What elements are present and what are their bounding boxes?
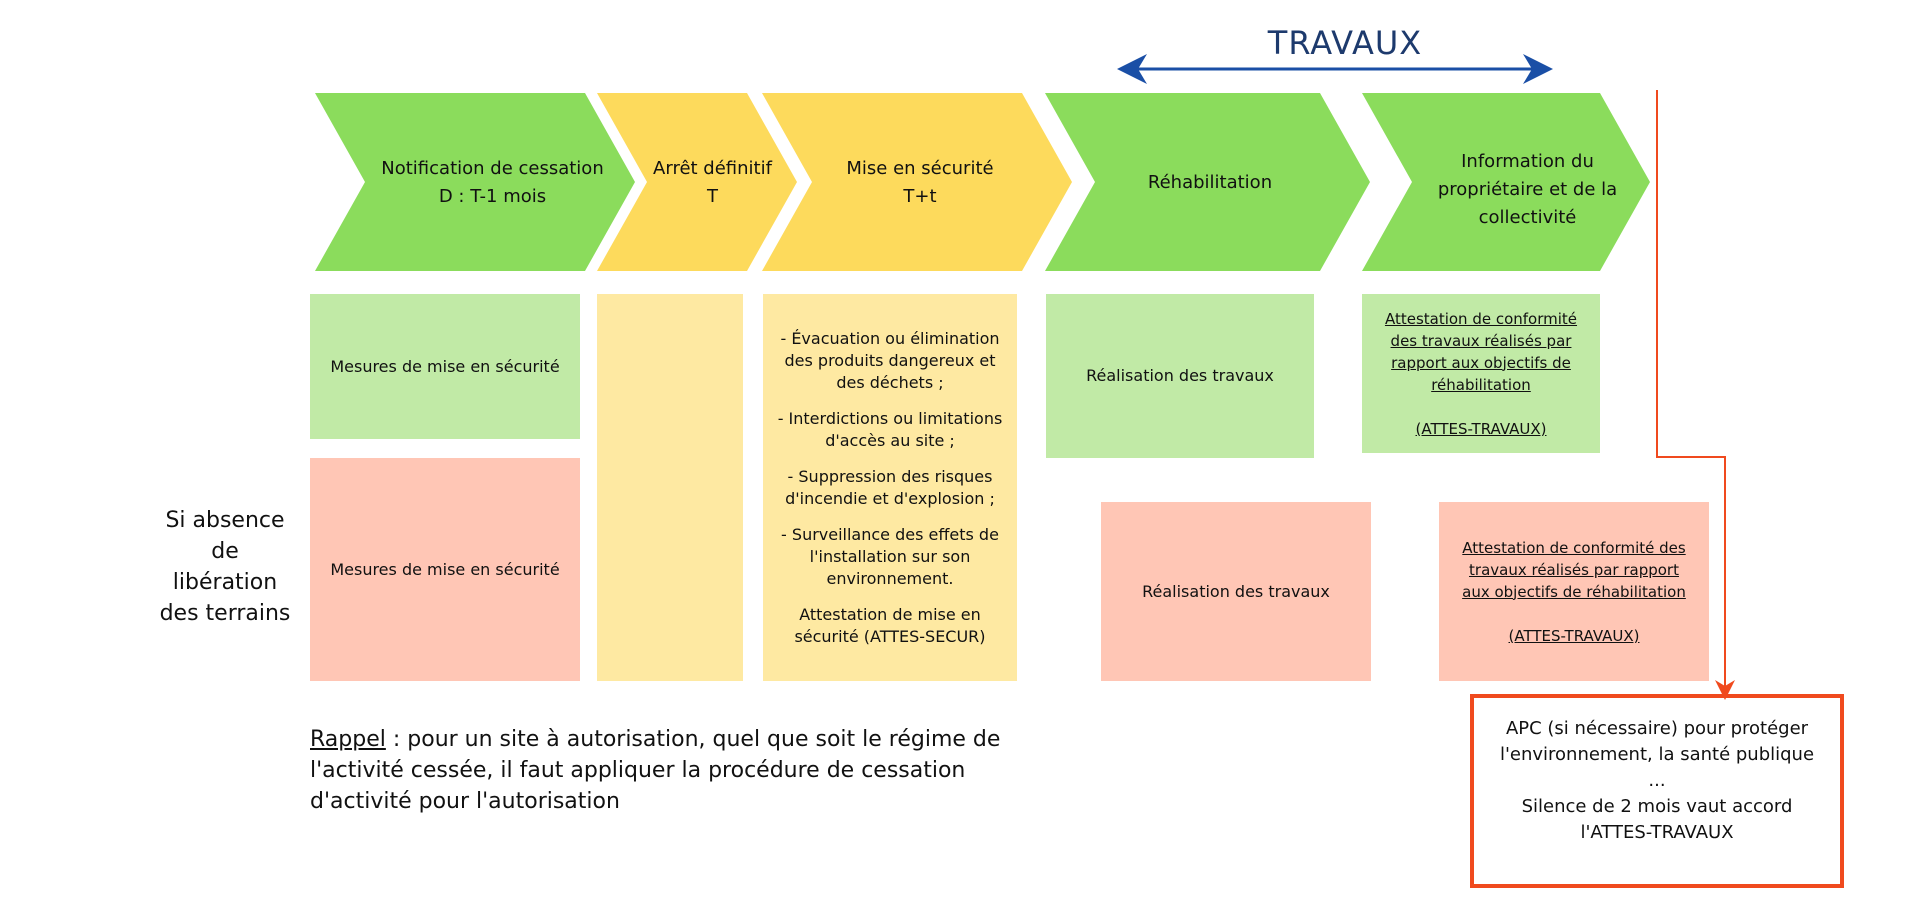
phase-label-line: Arrêt définitif (653, 158, 772, 179)
phase-label-line: T (707, 186, 718, 207)
rappel-keyword: Rappel (310, 727, 386, 752)
security-line: - Suppression des risques (787, 466, 993, 486)
security-line: des produits dangereux et (784, 350, 996, 370)
security-line: l'installation sur son (809, 546, 971, 566)
green-measures-text: Mesures de mise en sécurité (330, 356, 560, 376)
phase-label-notification: Notification de cessation D : T-1 mois (360, 150, 625, 216)
side-label-line: de (211, 539, 239, 564)
phase-label-line: Notification de cessation (381, 158, 604, 179)
attest-salmon-line: Attestation de conformité des (1462, 538, 1686, 557)
attest-salmon-box: Attestation de conformité des travaux ré… (1439, 502, 1709, 681)
attest-salmon-line: travaux réalisés par rapport (1469, 560, 1679, 579)
arret-empty-box (597, 294, 743, 681)
security-line: Attestation de mise en (799, 604, 981, 624)
salmon-measures-box: Mesures de mise en sécurité (310, 458, 580, 681)
phase-label-line: propriétaire et de la (1437, 179, 1618, 200)
security-line: d'accès au site ; (825, 430, 955, 450)
security-line: - Interdictions ou limitations (777, 408, 1003, 428)
phase-label-line: D : T-1 mois (438, 186, 547, 207)
phase-label-arret: Arrêt définitif T (640, 150, 785, 216)
works-salmon-text: Réalisation des travaux (1142, 581, 1330, 601)
security-line: environnement. (826, 568, 954, 588)
phase-chevron-arret (597, 93, 797, 271)
attest-green-line: Attestation de conformité (1384, 309, 1578, 328)
phase-label-rehabilitation: Réhabilitation (1100, 150, 1320, 216)
travaux-title: TRAVAUX (1267, 24, 1423, 62)
works-green-text: Réalisation des travaux (1086, 366, 1274, 385)
phase-chevron-information (1362, 93, 1650, 271)
side-label-absence-liberation: Si absence de libération des terrains (150, 505, 300, 629)
side-label-line: Si absence (165, 508, 285, 533)
attest-green-line: rapport aux objectifs de (1391, 353, 1571, 372)
green-measures-box: Mesures de mise en sécurité (310, 294, 580, 439)
rappel-note: Rappel : pour un site à autorisation, qu… (310, 724, 1030, 817)
apc-box: APC (si nécessaire) pour protéger l'envi… (1470, 694, 1844, 888)
side-label-line: libération (172, 570, 278, 595)
attest-green-line: (ATTES-TRAVAUX) (1415, 419, 1547, 438)
apc-line: APC (si nécessaire) pour protéger (1505, 718, 1809, 739)
phase-label-line: Mise en sécurité (846, 158, 994, 179)
rappel-text: : pour un site à autorisation, quel que … (310, 727, 1001, 814)
apc-line: l'ATTES-TRAVAUX (1580, 822, 1734, 843)
attest-green-box: Attestation de conformité des travaux ré… (1362, 294, 1600, 453)
phase-label-line: Réhabilitation (1147, 172, 1273, 193)
security-line: sécurité (ATTES-SECUR) (794, 626, 986, 646)
phase-label-line: Information du (1461, 151, 1594, 172)
phase-chevron-notification (315, 93, 635, 271)
security-measures-box: - Évacuation ou élimination des produits… (763, 294, 1017, 681)
works-salmon-box: Réalisation des travaux (1101, 502, 1371, 681)
security-line: - Évacuation ou élimination (780, 328, 1000, 348)
apc-line: ... (1648, 770, 1666, 791)
apc-line: Silence de 2 mois vaut accord (1521, 796, 1793, 817)
attest-salmon-line: (ATTES-TRAVAUX) (1508, 626, 1640, 645)
phase-label-line: T+t (903, 186, 937, 207)
security-line: - Surveillance des effets de (781, 524, 999, 544)
phase-chevron-rehabilitation (1045, 93, 1370, 271)
connector-line-to-apc (1656, 90, 1735, 700)
attest-green-line: des travaux réalisés par (1390, 331, 1572, 350)
works-green-box: Réalisation des travaux (1046, 294, 1314, 458)
phase-chevron-mise-en-securite (762, 93, 1072, 271)
side-label-line: des terrains (159, 601, 291, 626)
phase-label-line: collectivité (1478, 207, 1577, 228)
phase-label-mise-en-securite: Mise en sécurité T+t (815, 150, 1025, 216)
phase-label-information: Information du propriétaire et de la col… (1415, 145, 1640, 235)
salmon-measures-text: Mesures de mise en sécurité (330, 559, 560, 579)
attest-salmon-line: aux objectifs de réhabilitation (1462, 582, 1686, 601)
apc-line: l'environnement, la santé publique (1499, 744, 1815, 765)
security-line: des déchets ; (836, 372, 944, 392)
security-line: d'incendie et d'explosion ; (785, 488, 995, 508)
attest-green-line: réhabilitation (1431, 375, 1531, 394)
